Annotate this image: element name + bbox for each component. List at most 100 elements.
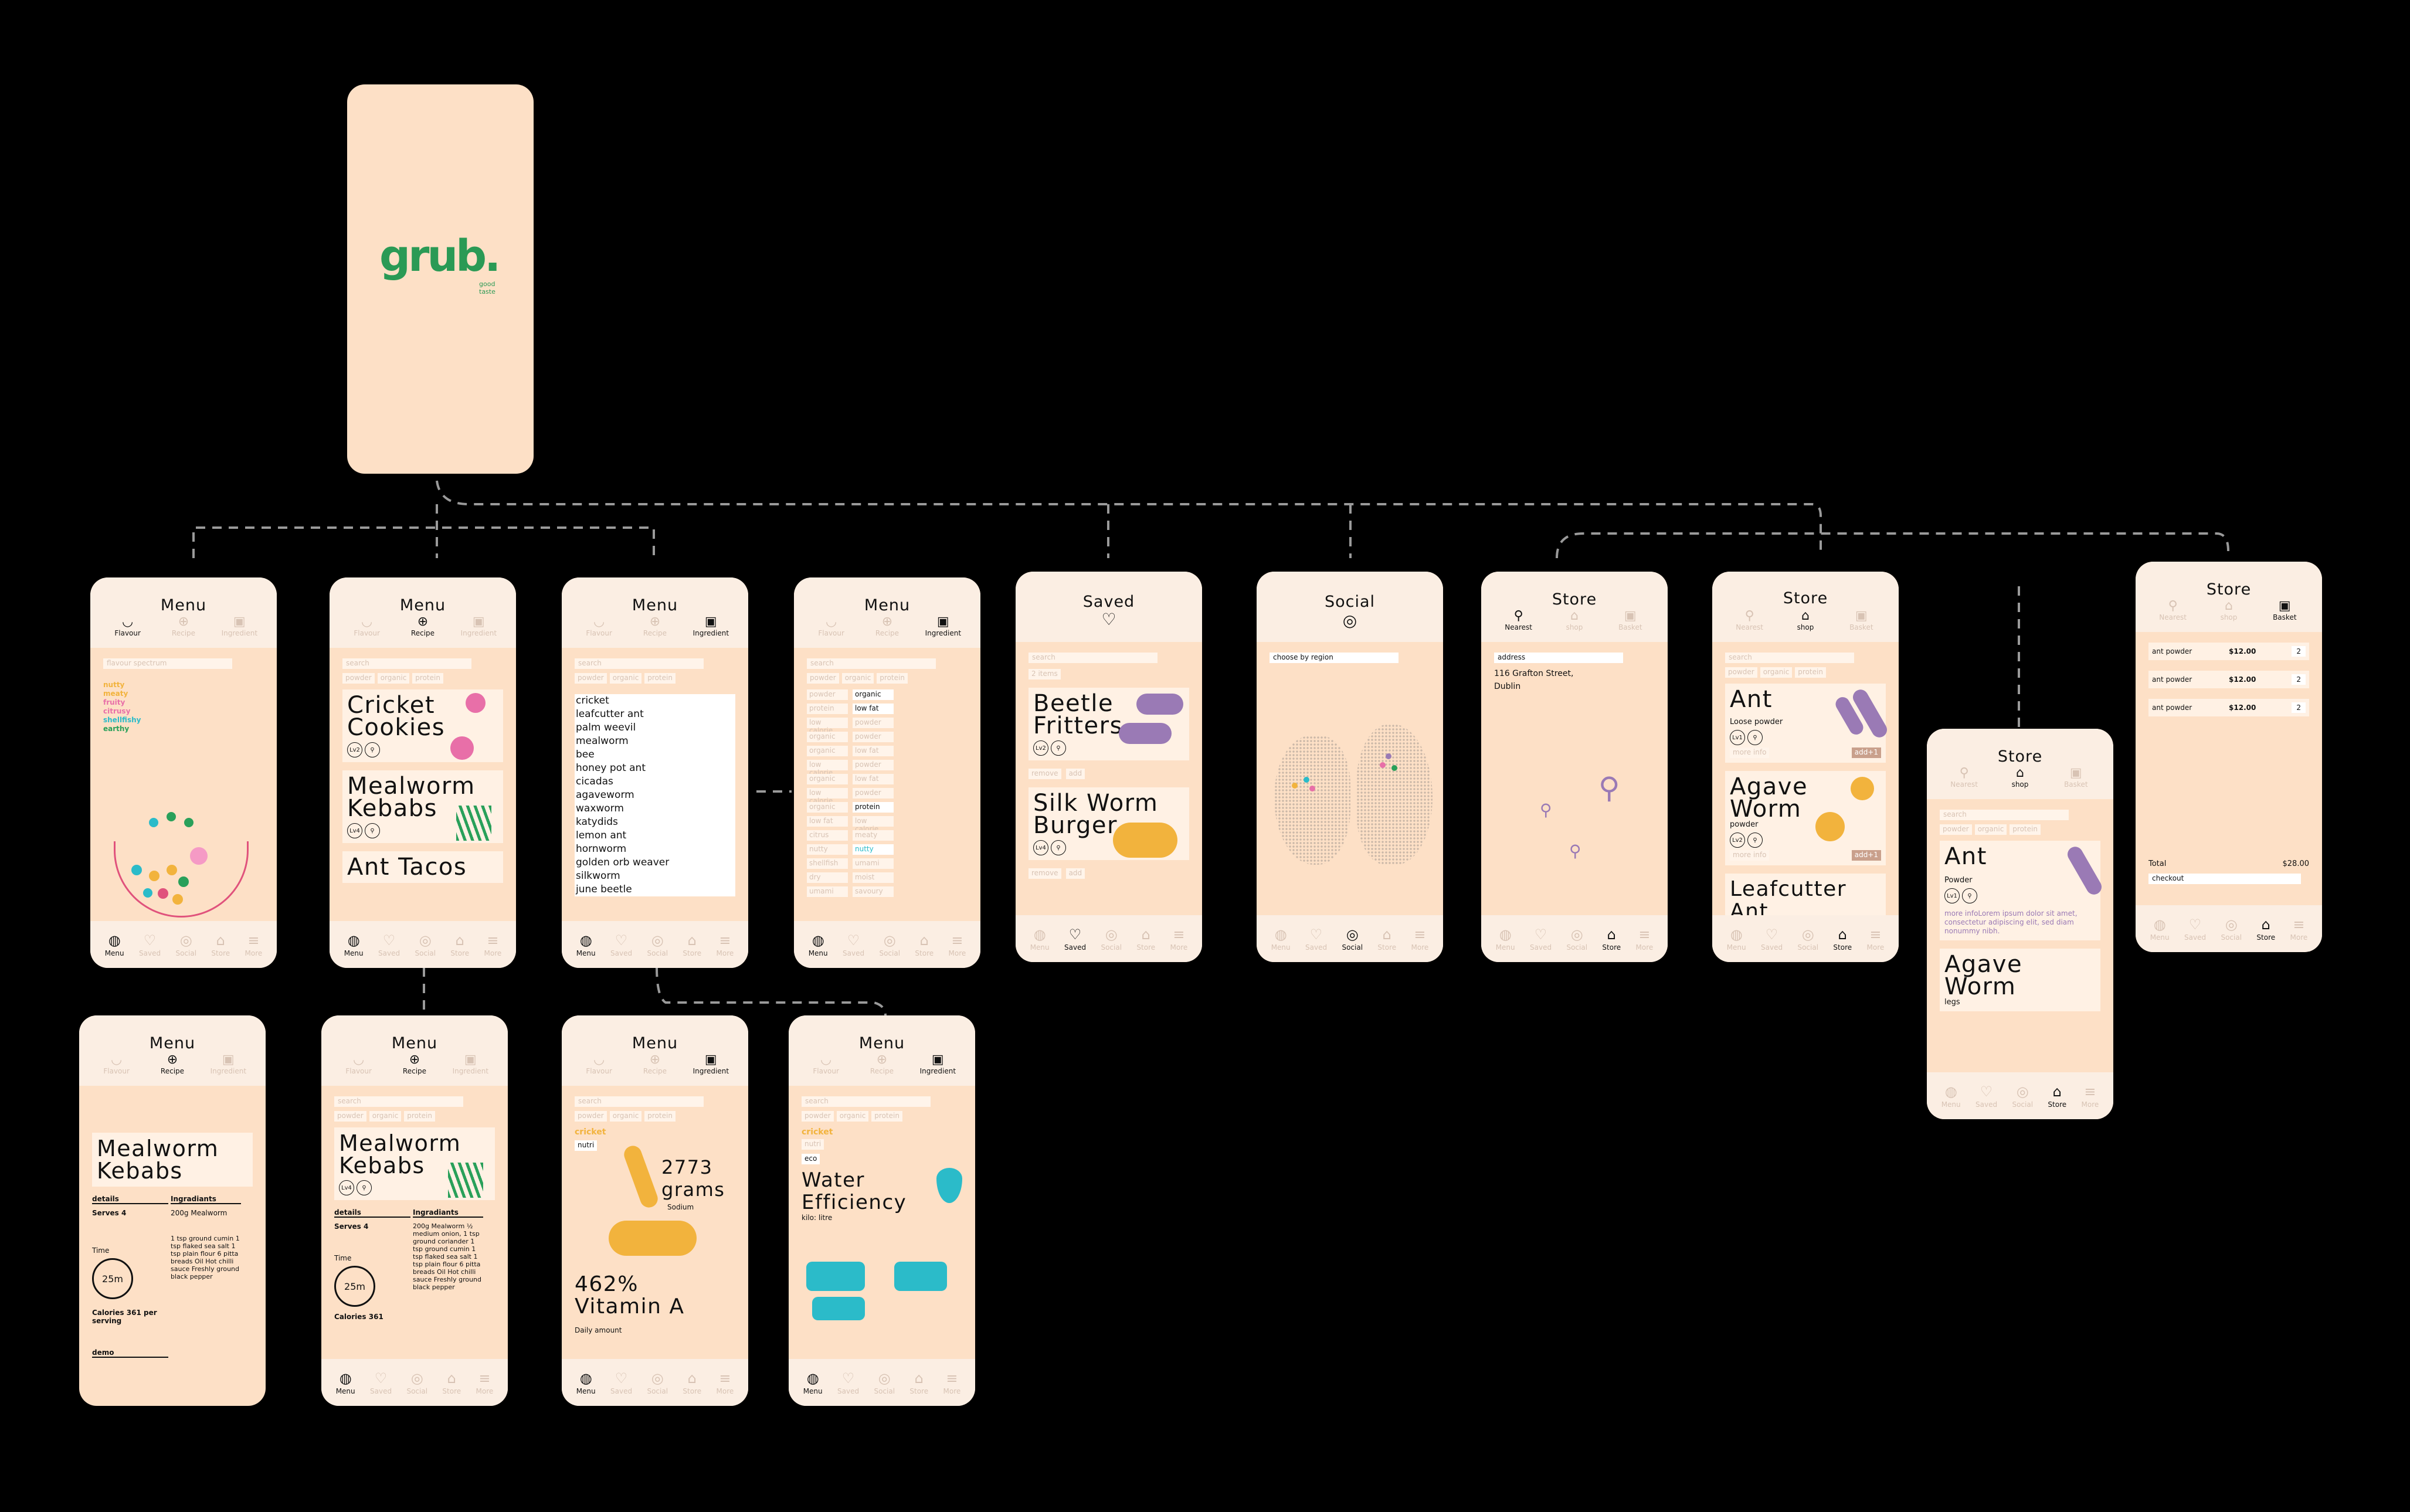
filter-chip[interactable]: dry <box>807 872 848 883</box>
ingredient-item[interactable]: palm weevil <box>576 722 636 733</box>
product-card[interactable]: Leafcutter Ant <box>1725 874 1886 915</box>
filter-chip[interactable]: protein <box>807 704 848 714</box>
tab-ingredient[interactable]: ▣Ingredient <box>460 614 497 638</box>
logo-tagline: good taste <box>479 280 495 295</box>
nav-more[interactable]: ≡More <box>245 932 263 957</box>
screen-menu-flavour: Menu ◡Flavour ⊕Recipe ▣Ingredient flavou… <box>90 577 277 968</box>
filter-chip[interactable]: powder <box>853 788 894 799</box>
basket-item-price: $12.00 <box>2229 647 2256 655</box>
filter-chip[interactable]: shellfish <box>807 858 848 869</box>
filter-chip[interactable]: powder <box>853 732 894 742</box>
ingredient-item[interactable]: katydids <box>576 816 618 828</box>
filter-chip[interactable]: low fat <box>853 774 894 784</box>
map-pins[interactable]: ⚲⚲⚲ <box>1540 771 1620 861</box>
ingredient-item[interactable]: leafcutter ant <box>576 708 644 720</box>
ingredient-item[interactable]: mealworm <box>576 735 629 747</box>
timer-icon: 25m <box>92 1258 133 1299</box>
filter-chip[interactable]: powder <box>853 718 894 728</box>
filter-chip[interactable]: moist <box>853 872 894 883</box>
basket-item-qty[interactable]: 2 <box>2292 702 2306 713</box>
basket-item-qty[interactable]: 2 <box>2292 674 2306 685</box>
filter-chip[interactable]: low calorie <box>853 816 894 833</box>
filter-chip[interactable]: low fat <box>807 816 848 827</box>
ingredient-item[interactable]: lemon ant <box>576 830 627 841</box>
flavour-item[interactable]: nutty <box>103 681 125 689</box>
flavour-item[interactable]: fruity <box>103 698 125 706</box>
filter-chip[interactable]: low calorie <box>807 718 848 735</box>
basket-row[interactable]: ant powder $12.00 2 <box>2148 699 2309 716</box>
filter-chip[interactable]: organic <box>807 774 848 784</box>
ingredient-item[interactable]: agaveworm <box>576 789 634 801</box>
ingredient-item[interactable]: cicadas <box>576 776 613 787</box>
filter-chip[interactable]: powder <box>853 760 894 770</box>
heart-icon: ♡ <box>1101 610 1116 629</box>
filter-chip[interactable]: savoury <box>853 886 894 897</box>
basket-item-price: $12.00 <box>2229 704 2256 712</box>
filter-chip[interactable]: protein <box>853 802 894 813</box>
filter-chip[interactable]: powder <box>807 689 848 700</box>
filter-grid[interactable]: powder organic protein low fat low calorie po… <box>807 689 968 897</box>
splash-screen: grub. good taste <box>347 84 534 474</box>
ingredient-item[interactable]: waxworm <box>576 803 624 814</box>
ingredient-item[interactable]: bee <box>576 749 595 760</box>
nav-store[interactable]: ⌂Store <box>211 932 230 957</box>
ingredient-item[interactable]: june beetle <box>576 884 632 895</box>
filter-chip[interactable]: nutty <box>853 844 894 855</box>
nav-saved[interactable]: ♡Saved <box>139 932 161 957</box>
world-map[interactable] <box>1268 718 1433 871</box>
filter-chip[interactable]: meaty <box>853 830 894 841</box>
tab-flavour[interactable]: ◡Flavour <box>114 614 141 638</box>
ingredient-item[interactable]: silkworm <box>576 870 620 882</box>
flavour-item[interactable]: meaty <box>103 689 128 698</box>
filter-chip[interactable]: low calorie <box>807 760 848 777</box>
search-input[interactable]: search <box>342 658 471 669</box>
ingredient-item[interactable]: honey pot ant <box>576 762 646 774</box>
checkout-button[interactable]: checkout <box>2148 874 2301 884</box>
total-label: Total <box>2148 859 2167 868</box>
filter-chip[interactable]: umami <box>807 886 848 897</box>
tab-recipe[interactable]: ⊕Recipe <box>171 614 196 638</box>
filter-chip[interactable]: umami <box>853 858 894 869</box>
filter-chip[interactable]: nutty <box>807 844 848 855</box>
flavour-bowl <box>114 812 249 921</box>
tab-recipe[interactable]: ⊕Recipe <box>410 614 435 638</box>
basket-item-qty[interactable]: 2 <box>2292 646 2306 657</box>
nav-menu[interactable]: ◍Menu <box>104 932 124 957</box>
search-input[interactable]: search <box>575 658 704 669</box>
filter-chip[interactable]: low fat <box>853 704 894 714</box>
tab-ingredient[interactable]: ▣Ingredient <box>221 614 258 638</box>
grub-logo: grub. good taste <box>379 231 508 307</box>
flavour-item[interactable]: citrusy <box>103 707 131 715</box>
filter-chip[interactable]: organic <box>807 802 848 813</box>
ingredient-item[interactable]: golden orb weaver <box>576 857 670 868</box>
recipe-card[interactable]: Ant Tacos <box>342 851 503 883</box>
flavour-item[interactable]: shellfishy <box>103 716 141 724</box>
basket-item-name: ant powder <box>2152 704 2192 712</box>
filter-chip[interactable]: citrus <box>807 830 848 841</box>
filter-chip[interactable]: organic <box>853 689 894 700</box>
tab-flavour[interactable]: ◡Flavour <box>354 614 380 638</box>
ingredient-item[interactable]: cricket <box>576 695 609 706</box>
ingredient-item[interactable]: hornworm <box>576 843 627 855</box>
filter-chip[interactable]: organic <box>807 746 848 756</box>
filter-chip[interactable]: low fat <box>853 746 894 756</box>
filter-chip[interactable]: organic <box>807 732 848 742</box>
tab-ingredient[interactable]: ▣Ingredient <box>693 614 729 638</box>
pin-icon: ⚲ <box>1513 609 1523 623</box>
flavour-item[interactable]: earthy <box>103 725 130 733</box>
nav-social[interactable]: ◎Social <box>175 932 197 957</box>
screen-store-shop: Store ⚲Nearest⌂shop▣Basket search powder… <box>1712 572 1899 962</box>
filter-chip[interactable]: low calorie <box>807 788 848 805</box>
address-label: address <box>1494 653 1623 663</box>
region-select[interactable]: choose by region <box>1270 653 1399 663</box>
screen-ingredient-eco: Menu ◡Flavour⊕Recipe▣Ingredient search p… <box>789 1015 975 1406</box>
